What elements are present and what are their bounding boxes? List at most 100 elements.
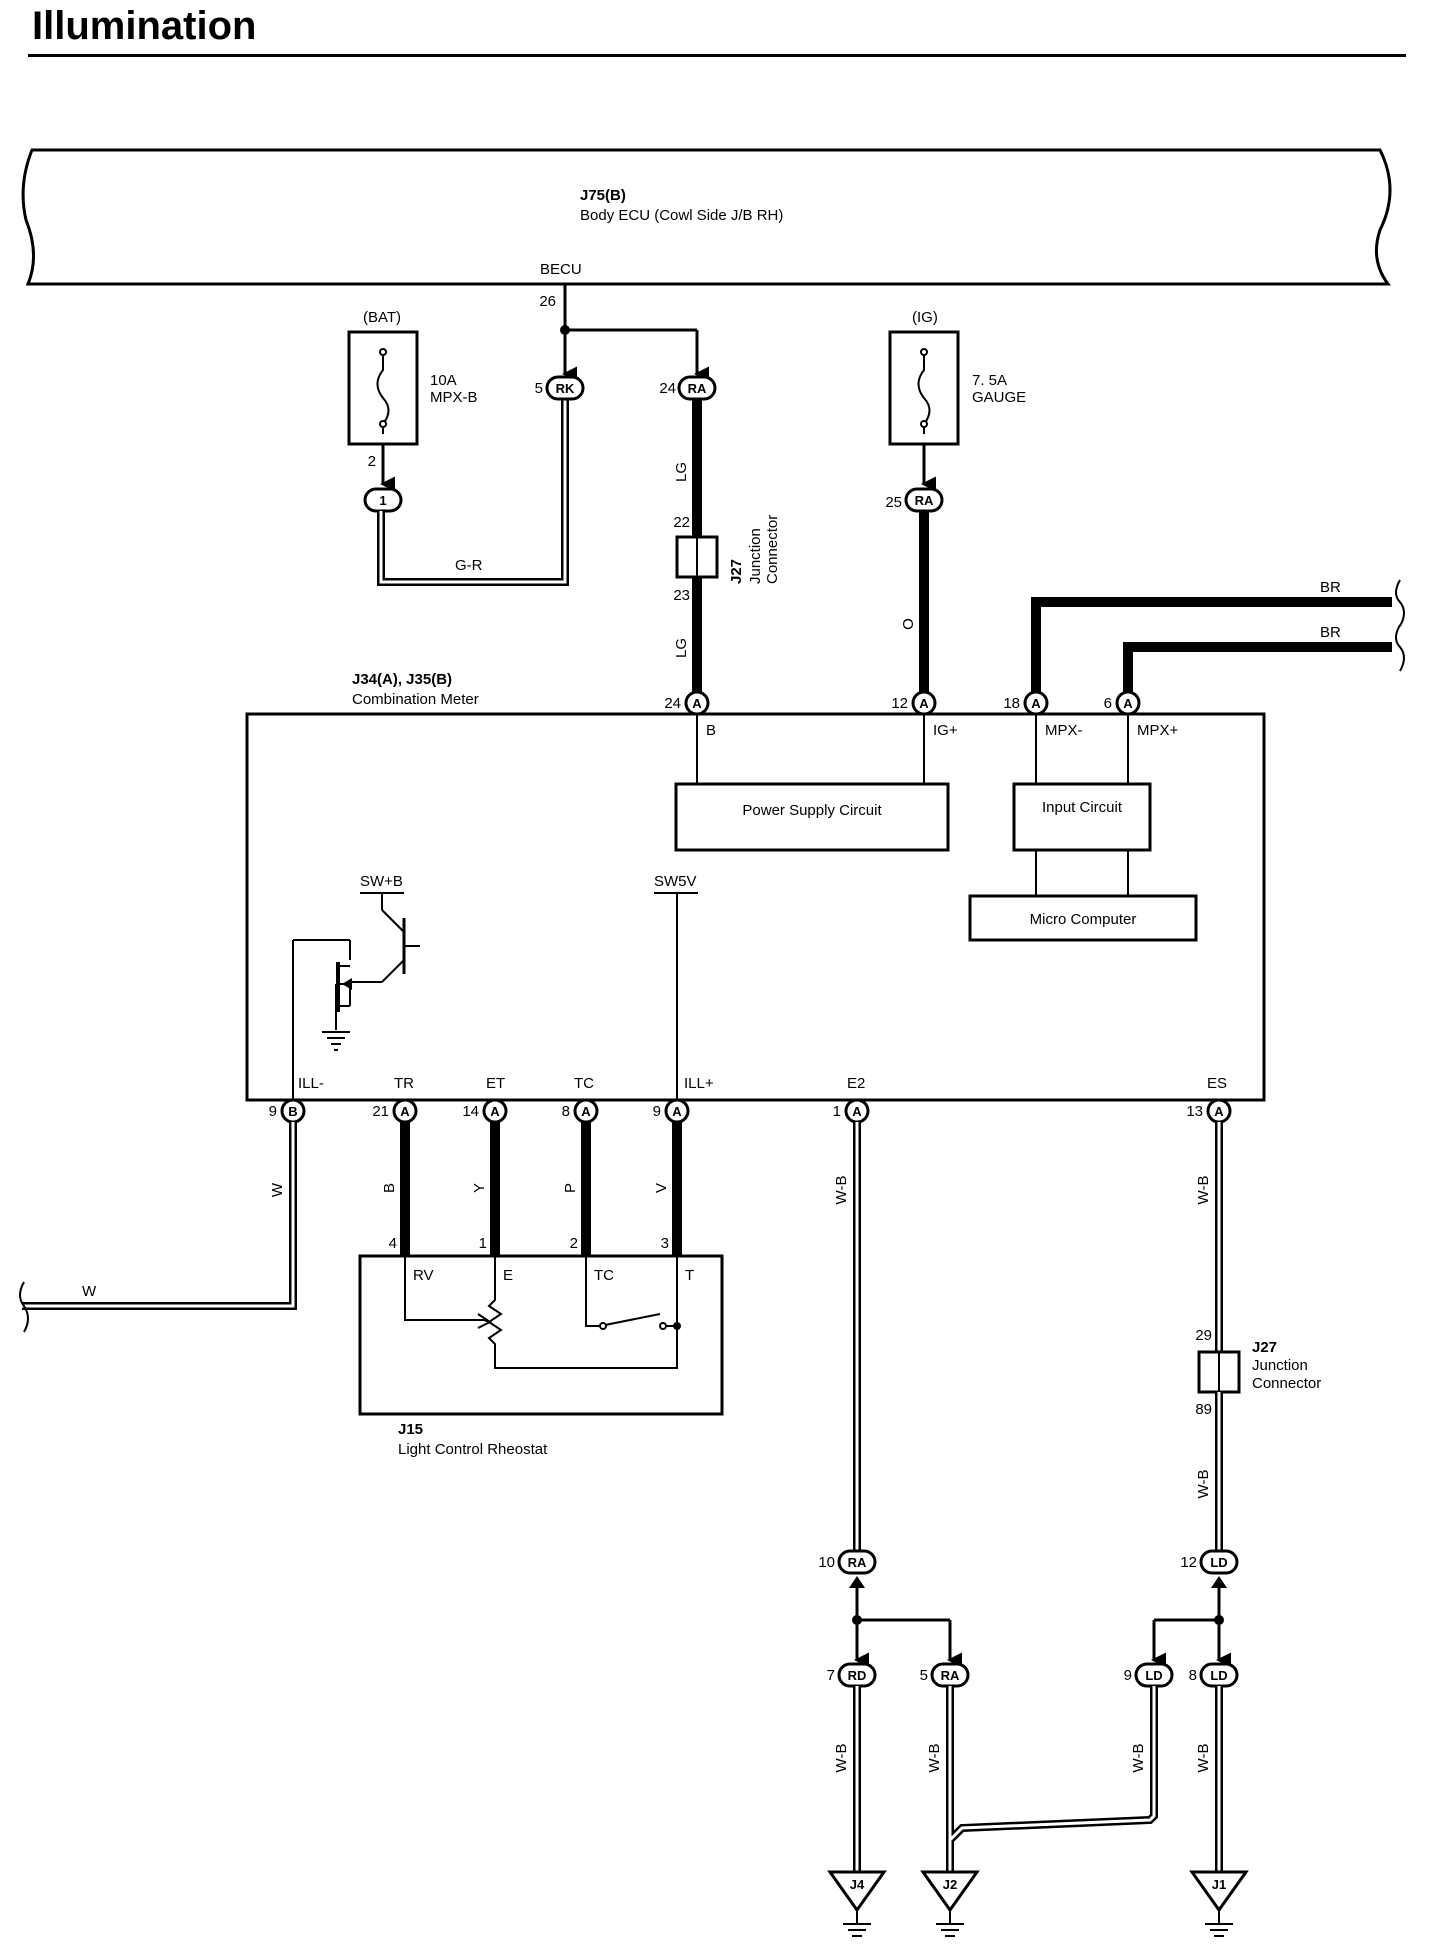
fuse-bat-pin: 2	[368, 453, 376, 470]
conn-rk	[545, 375, 585, 401]
conn-rk-label: RK	[556, 381, 575, 396]
wire-wb-ld9-label: W-B	[1130, 1744, 1147, 1773]
conn-rd-7: 7 RD	[827, 1662, 877, 1688]
svg-text:14: 14	[462, 1103, 479, 1120]
page-title: Illumination	[32, 4, 257, 48]
input-circuit-label: Input Circuit	[1042, 799, 1123, 816]
transistor-emitter	[381, 959, 405, 983]
svg-text:24: 24	[664, 695, 681, 712]
wire-v-label: V	[653, 1183, 670, 1193]
junction-top-name2: Connector	[764, 515, 781, 584]
fuse-ig-name: GAUGE	[972, 389, 1026, 406]
wire-wb-es-mid-label: W-B	[1195, 1470, 1212, 1499]
fuse-bat-name: MPX-B	[430, 389, 478, 406]
rheostat-pin-t: 3	[661, 1235, 669, 1252]
power-supply-label: Power Supply Circuit	[742, 802, 882, 819]
wire-g-r-label: G-R	[455, 557, 483, 574]
svg-text:12: 12	[891, 695, 908, 712]
transistor-collector	[381, 909, 405, 933]
svg-text:7: 7	[827, 1667, 835, 1684]
fet-gate	[336, 962, 340, 1012]
micro-computer-box	[968, 894, 1198, 942]
rheostat-term-t: T	[685, 1267, 694, 1284]
ground-j4-icon: J4	[827, 1870, 887, 1937]
title-rule	[28, 54, 1406, 57]
junction-right-name2: Connector	[1252, 1375, 1321, 1392]
wire-br1-label: BR	[1320, 579, 1341, 596]
svg-text:9: 9	[269, 1103, 277, 1120]
svg-text:10: 10	[818, 1554, 835, 1571]
conn-ra-5: 5 RA	[920, 1662, 970, 1688]
term-es: ES	[1207, 1075, 1227, 1092]
input-circuit-box	[1012, 782, 1152, 852]
fuse-bat-element	[376, 352, 390, 434]
body-ecu-outline	[21, 148, 1392, 286]
conn-ld-12: 12 LD	[1180, 1549, 1239, 1575]
conn-ra-10: 10 RA	[818, 1549, 877, 1575]
conn-ra-label: RA	[688, 381, 707, 396]
svg-text:8: 8	[562, 1103, 570, 1120]
fuse-ig-pin: 25	[885, 494, 902, 511]
svg-text:21: 21	[372, 1103, 389, 1120]
svg-text:A: A	[1031, 696, 1041, 711]
meter-top-pin-mpx-minus: 18 A MPX-	[1003, 690, 1083, 739]
svg-text:A: A	[1214, 1104, 1224, 1119]
combination-meter-box	[245, 712, 1266, 1102]
junction-top-id: J27	[728, 559, 745, 584]
svg-text:B: B	[288, 1104, 297, 1119]
conn-ra-pin: 24	[659, 380, 676, 397]
fuse-bat-connector-label: 1	[379, 493, 386, 508]
wire-o-label: O	[900, 618, 917, 630]
conn-rk-pin: 5	[535, 380, 543, 397]
rheostat-resistor-icon	[487, 1256, 678, 1369]
term-ill-minus: ILL-	[298, 1075, 324, 1092]
rheostat-pin-rv: 4	[389, 1235, 397, 1252]
svg-text:8: 8	[1189, 1667, 1197, 1684]
svg-text:J4: J4	[850, 1877, 865, 1892]
svg-text:RA: RA	[941, 1668, 960, 1683]
junction-right-name1: Junction	[1252, 1357, 1308, 1374]
svg-text:12: 12	[1180, 1554, 1197, 1571]
becu-terminal: BECU	[540, 261, 582, 278]
svg-text:13: 13	[1186, 1103, 1203, 1120]
svg-text:A: A	[692, 696, 702, 711]
fuse-ig-supply: (IG)	[912, 309, 938, 326]
wire-w-vertical-label: W	[269, 1182, 286, 1197]
wire-b-label: B	[381, 1183, 398, 1193]
ground-j2-icon: J2	[920, 1870, 980, 1937]
svg-text:J2: J2	[943, 1877, 957, 1892]
meter-bottom-pin-et: 14 A	[462, 1098, 508, 1124]
svg-text:MPX-: MPX-	[1045, 722, 1083, 739]
svg-text:A: A	[919, 696, 929, 711]
meter-top-pin-b: 24 A B	[664, 690, 716, 739]
fuse-ig-element	[917, 352, 931, 434]
term-et: ET	[486, 1075, 505, 1092]
rheostat-term-e: E	[503, 1267, 513, 1284]
wire-wb-es-top-label: W-B	[1195, 1176, 1212, 1205]
rheostat-switch-icon	[604, 1313, 661, 1326]
meter-top-pin-mpx-plus: 6 A MPX+	[1104, 690, 1179, 739]
becu-pin: 26	[539, 293, 556, 310]
junction-top-pin-in: 22	[673, 514, 690, 531]
wire-wb-j1-label: W-B	[1195, 1744, 1212, 1773]
sw5v-label: SW5V	[654, 873, 697, 890]
term-e2: E2	[847, 1075, 865, 1092]
meter-name: Combination Meter	[352, 691, 479, 708]
fuse-bat-supply: (BAT)	[363, 309, 401, 326]
rheostat-pin-e: 1	[479, 1235, 487, 1252]
conn-ld-8: 8 LD	[1189, 1662, 1239, 1688]
meter-bottom-pin-ill-plus: 9 A	[653, 1098, 690, 1124]
wire-y-label: Y	[471, 1183, 488, 1193]
svg-text:RD: RD	[848, 1668, 867, 1683]
wire-lg-bottom-label: LG	[673, 638, 690, 658]
svg-text:A: A	[581, 1104, 591, 1119]
meter-bottom-pin-tc: 8 A	[562, 1098, 599, 1124]
junction-right-id: J27	[1252, 1339, 1277, 1356]
wire-wb-j4-label: W-B	[833, 1744, 850, 1773]
fuse-bat-rating: 10A	[430, 372, 457, 389]
junction-top-name1: Junction	[747, 528, 764, 584]
wire-p-label: P	[562, 1183, 579, 1193]
rheostat-id: J15	[398, 1421, 423, 1438]
rheostat-term-rv: RV	[413, 1267, 434, 1284]
meter-top-pin-ig: 12 A IG+	[891, 690, 958, 739]
